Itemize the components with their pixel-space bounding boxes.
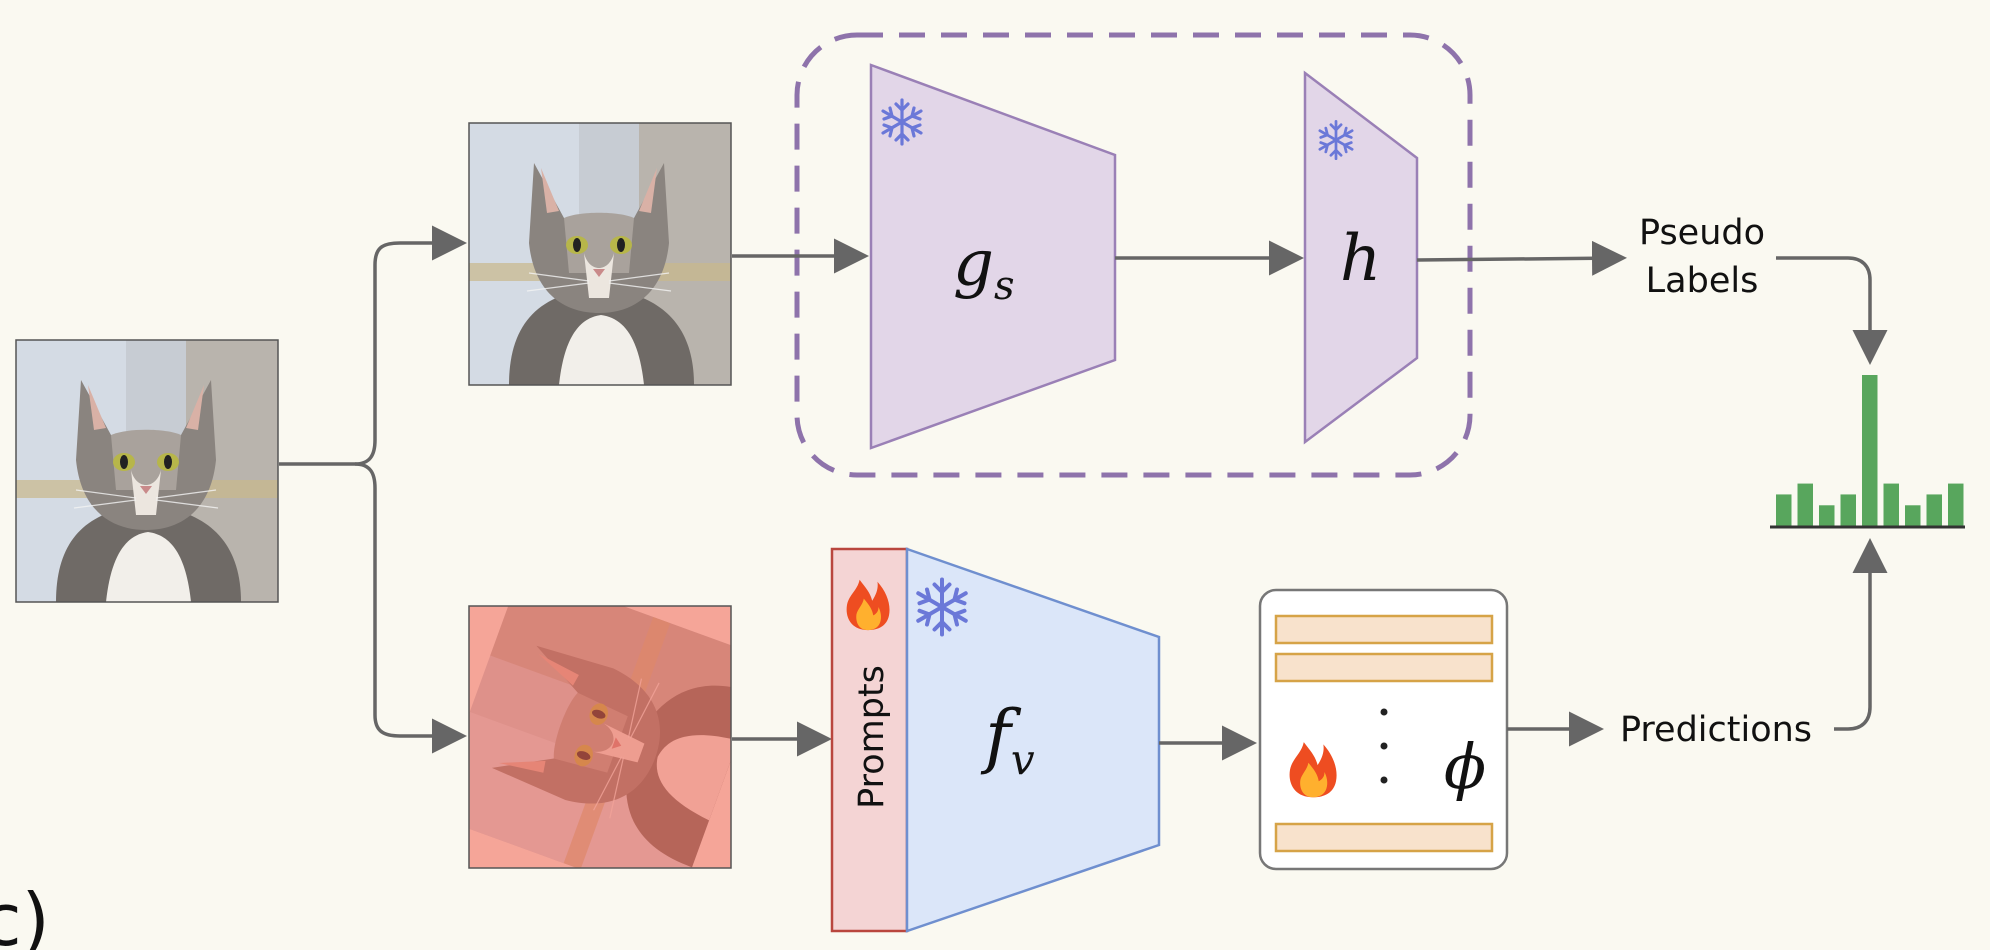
f-v-symbol: fv xyxy=(980,695,1035,784)
g-s-encoder xyxy=(869,63,1117,450)
h-symbol: h xyxy=(1340,222,1381,296)
phi-classifier-head: ϕ xyxy=(1258,588,1509,871)
prompts-label: Prompts xyxy=(852,665,892,809)
pseudo-labels-line2: Labels xyxy=(1646,261,1759,301)
histogram-bar-1 xyxy=(1797,483,1813,527)
histogram-bar-0 xyxy=(1776,494,1792,527)
histogram-bar-5 xyxy=(1883,483,1899,527)
histogram-bar-3 xyxy=(1840,494,1856,527)
pseudo-labels-line1: Pseudo xyxy=(1639,213,1765,253)
histogram-bar-7 xyxy=(1926,494,1942,527)
class-histogram xyxy=(1776,375,1964,527)
panel-label: c) xyxy=(0,878,50,950)
g-s-symbol: gs xyxy=(953,227,1015,309)
original-image xyxy=(15,339,279,603)
strong-augmented-image xyxy=(468,605,732,869)
weak-augmented-image xyxy=(468,122,732,386)
pseudo-to-histogram-arrow xyxy=(1776,256,1888,365)
histogram-bar-4 xyxy=(1862,375,1878,527)
h-head xyxy=(1303,70,1419,445)
predictions-to-histogram-arrow xyxy=(1834,538,1888,731)
predictions-label: Predictions xyxy=(1620,710,1812,750)
histogram-bar-6 xyxy=(1905,505,1921,527)
histogram-bar-8 xyxy=(1948,483,1964,527)
histogram-bar-2 xyxy=(1819,505,1835,527)
teacher-arrows xyxy=(732,238,1627,276)
f-v-encoder xyxy=(905,547,1161,933)
split-arrows xyxy=(279,225,467,754)
phi-symbol: ϕ xyxy=(1444,730,1486,803)
